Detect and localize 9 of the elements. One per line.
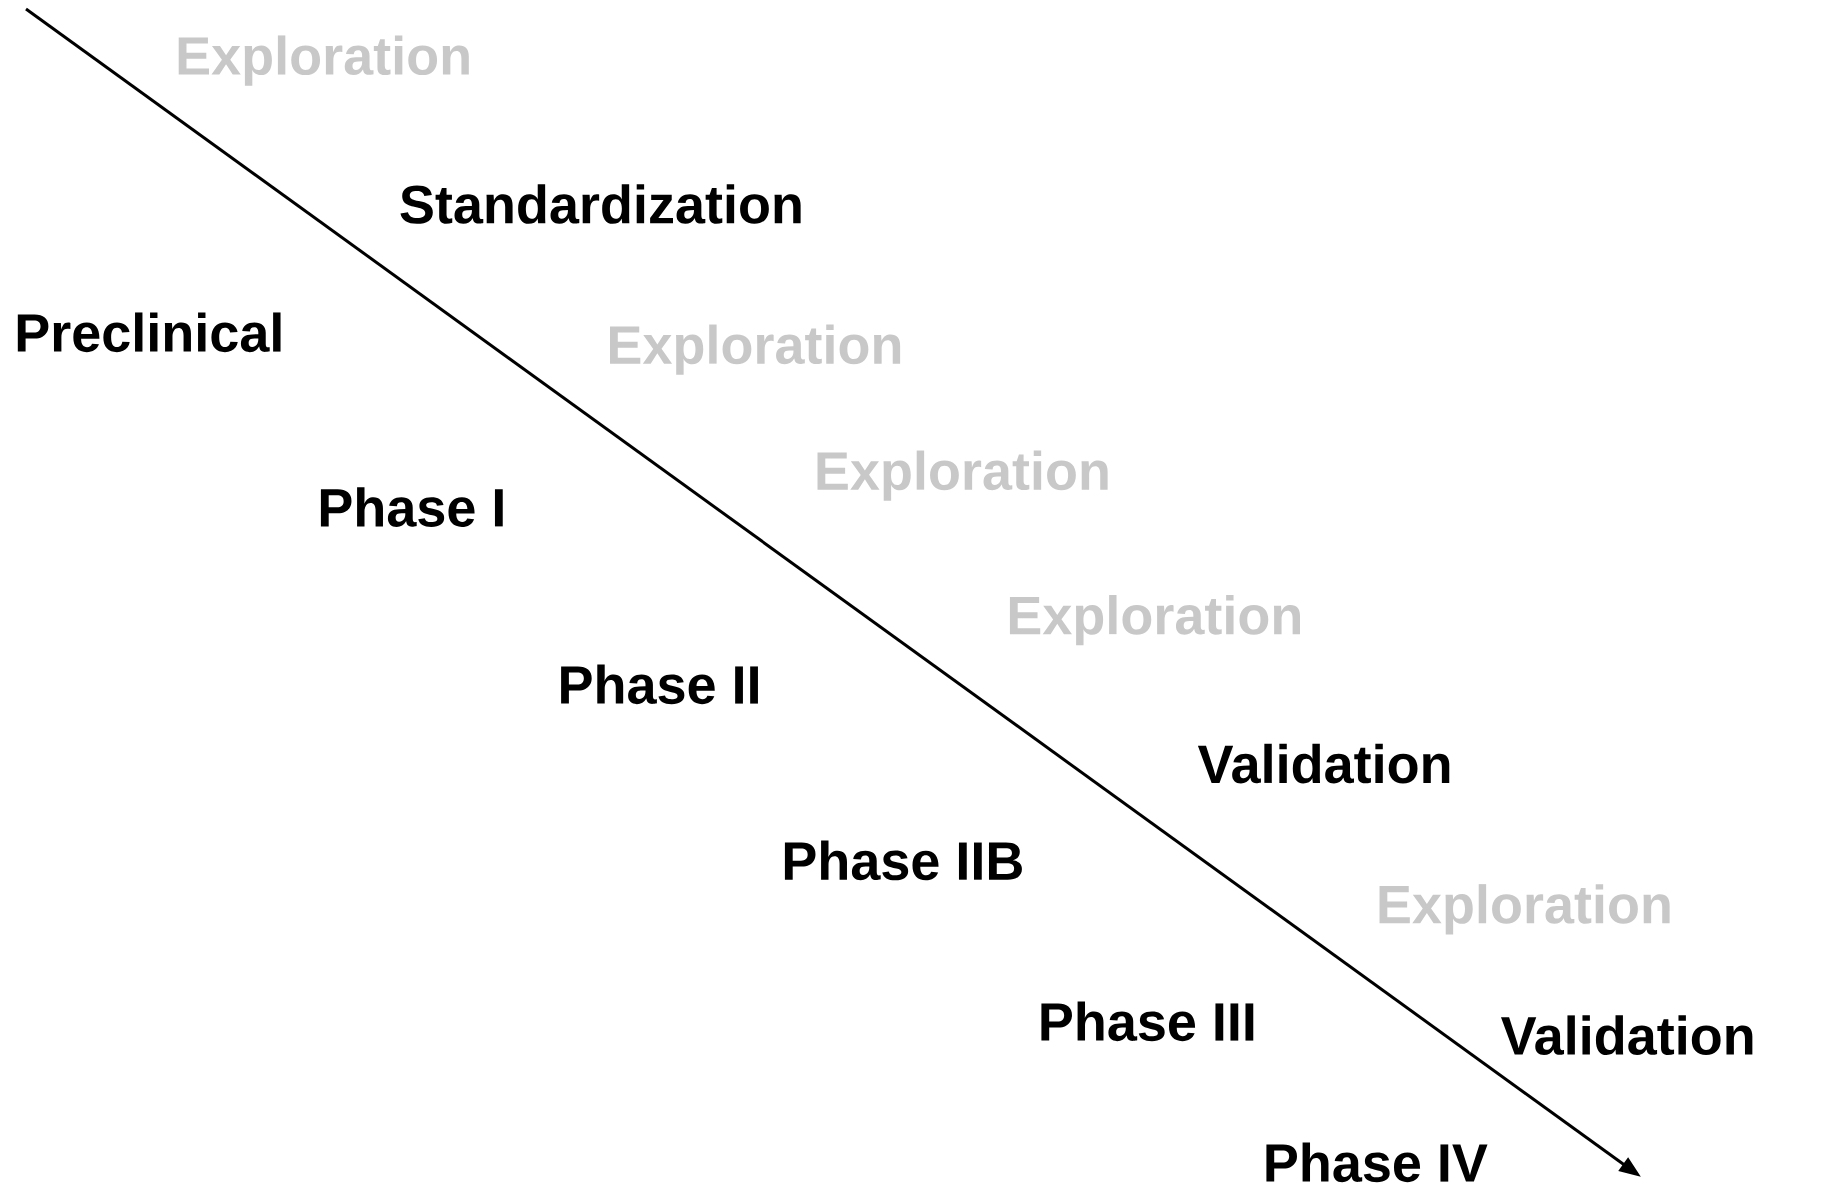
- stage-label: Standardization: [400, 184, 801, 224]
- stage-label: Phase II: [561, 664, 758, 705]
- stage-label: Validation: [1197, 743, 1450, 784]
- stage-label: Phase III: [1041, 1001, 1254, 1042]
- stage-label: Phase I: [320, 487, 503, 527]
- stage-label: Phase IV: [1266, 1142, 1488, 1183]
- stage-label: Preclinical: [17, 312, 281, 353]
- stage-label: Validation: [1501, 1015, 1753, 1056]
- stage-label: Phase IIB: [784, 840, 1022, 881]
